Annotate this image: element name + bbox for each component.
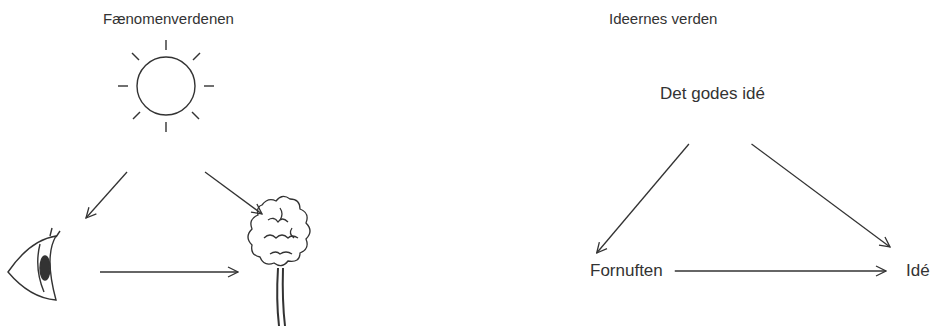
concept-text: Fornuften: [584, 257, 669, 285]
eye-symbol: [8, 228, 60, 300]
tree-symbol: [248, 196, 310, 326]
sun-symbol: [118, 40, 214, 132]
concept-text: Idé: [900, 257, 936, 285]
relation-arrow: [675, 270, 886, 271]
world-heading: Ideernes verden: [609, 10, 717, 28]
concept-text: Det godes idé: [654, 80, 771, 108]
relation-arrow: [597, 144, 689, 253]
concept-label: Fornuften: [590, 261, 663, 281]
concept-label: Idé: [906, 261, 930, 281]
light-arrows: [86, 172, 262, 272]
world-heading: Fænomenverdenen: [103, 10, 234, 28]
concept-label: Det godes idé: [660, 84, 765, 104]
relation-arrow: [752, 144, 890, 247]
